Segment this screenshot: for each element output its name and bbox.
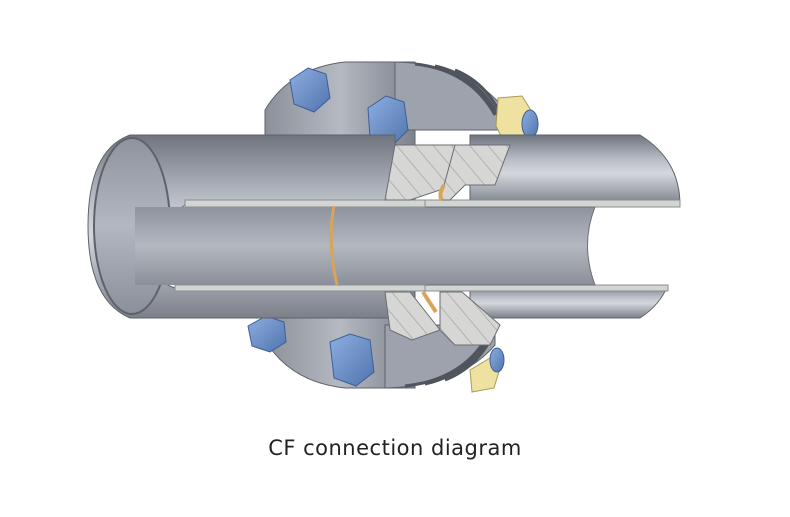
bolt-icon [329, 333, 375, 387]
tube-right [419, 134, 681, 319]
copper-gasket [329, 183, 446, 314]
bolt-icon [489, 347, 505, 373]
tube-left [87, 134, 426, 319]
flange-section [384, 144, 511, 346]
bolt-icon [521, 109, 539, 139]
bolt-icon [289, 67, 331, 113]
figure-caption: CF connection diagram [268, 436, 522, 460]
cf-connection-diagram [87, 61, 681, 393]
